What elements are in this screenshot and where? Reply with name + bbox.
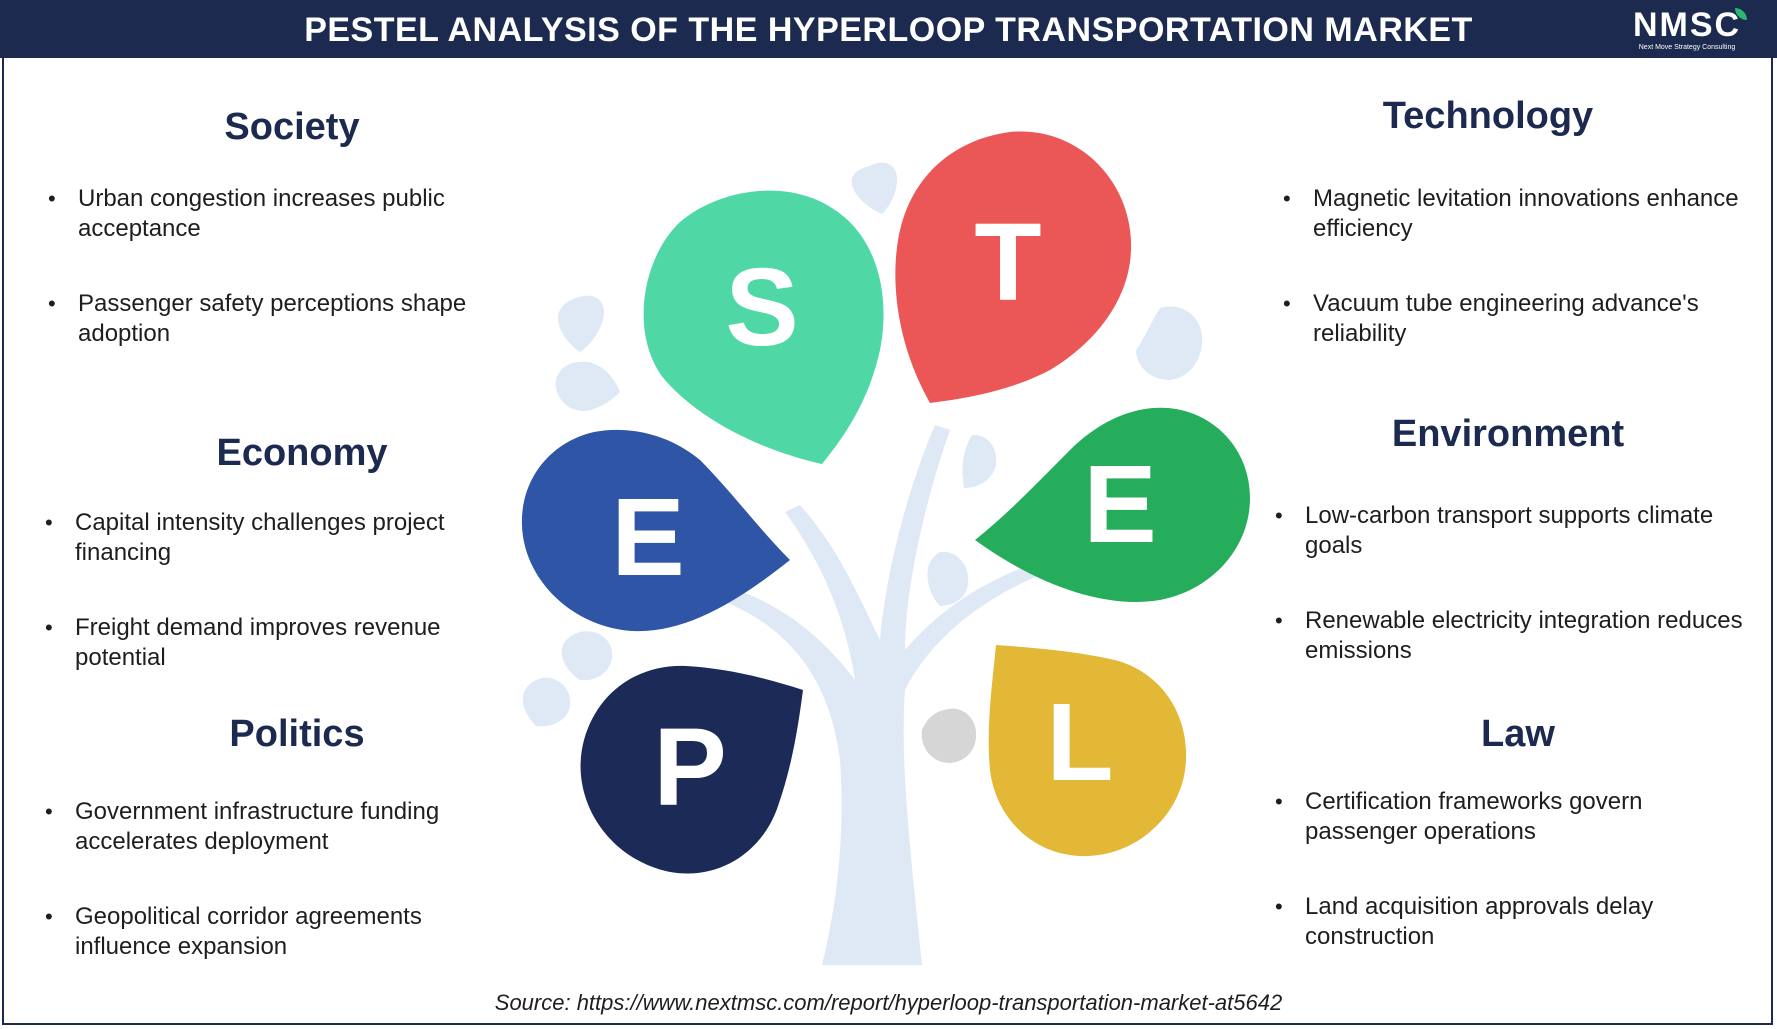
politics-list: Government infrastructure funding accele… bbox=[45, 797, 495, 1007]
logo-mark: NMSC bbox=[1632, 6, 1742, 44]
economy-item-2: Freight demand improves revenue potentia… bbox=[45, 613, 495, 673]
page-title: PESTEL ANALYSIS OF THE HYPERLOOP TRANSPO… bbox=[304, 11, 1473, 49]
society-item-1: Urban congestion increases public accept… bbox=[48, 184, 498, 244]
technology-item-2: Vacuum tube engineering advance's reliab… bbox=[1283, 289, 1753, 349]
society-title: Society bbox=[224, 106, 360, 148]
technology-item-1: Magnetic levitation innovations enhance … bbox=[1283, 184, 1753, 244]
letter-t: T bbox=[974, 201, 1041, 324]
decor-drop-grey bbox=[921, 708, 977, 763]
politics-item-2: Geopolitical corridor agreements influen… bbox=[45, 902, 495, 962]
petal-economy: E bbox=[521, 429, 790, 632]
politics-title: Politics bbox=[229, 713, 365, 755]
petal-technology: T bbox=[895, 131, 1132, 403]
environment-item-2: Renewable electricity integration reduce… bbox=[1275, 606, 1755, 666]
tree-trunk bbox=[715, 425, 1040, 965]
source-citation: Source: https://www.nextmsc.com/report/h… bbox=[494, 990, 1283, 1015]
economy-list: Capital intensity challenges project fin… bbox=[45, 508, 495, 718]
letter-s: S bbox=[725, 246, 798, 369]
logo-subtitle: Next Move Strategy Consulting bbox=[1638, 44, 1736, 51]
economy-title: Economy bbox=[216, 432, 388, 474]
letter-l: L bbox=[1046, 681, 1113, 804]
economy-item-1: Capital intensity challenges project fin… bbox=[45, 508, 495, 568]
politics-item-1: Government infrastructure funding accele… bbox=[45, 797, 495, 857]
letter-e-left: E bbox=[611, 476, 684, 599]
environment-item-1: Low-carbon transport supports climate go… bbox=[1275, 501, 1755, 561]
technology-title: Technology bbox=[1382, 95, 1594, 137]
header-bar: PESTEL ANALYSIS OF THE HYPERLOOP TRANSPO… bbox=[0, 0, 1777, 58]
letter-p: P bbox=[653, 706, 726, 829]
environment-title: Environment bbox=[1391, 413, 1625, 455]
environment-list: Low-carbon transport supports climate go… bbox=[1275, 501, 1755, 711]
decor-drops bbox=[522, 162, 1203, 727]
law-title: Law bbox=[1481, 713, 1555, 755]
letter-e-right: E bbox=[1083, 443, 1156, 566]
society-item-2: Passenger safety perceptions shape adopt… bbox=[48, 289, 498, 349]
petal-society: S bbox=[643, 190, 884, 464]
petal-law: L bbox=[988, 645, 1187, 857]
petal-environment: E bbox=[975, 407, 1250, 602]
nmsc-logo: NMSC Next Move Strategy Consulting bbox=[1627, 6, 1747, 54]
petal-politics: P bbox=[580, 665, 803, 874]
society-list: Urban congestion increases public accept… bbox=[48, 184, 498, 394]
law-item-2: Land acquisition approvals delay constru… bbox=[1275, 892, 1745, 952]
law-item-1: Certification frameworks govern passenge… bbox=[1275, 787, 1745, 847]
technology-list: Magnetic levitation innovations enhance … bbox=[1283, 184, 1753, 394]
law-list: Certification frameworks govern passenge… bbox=[1275, 787, 1745, 997]
